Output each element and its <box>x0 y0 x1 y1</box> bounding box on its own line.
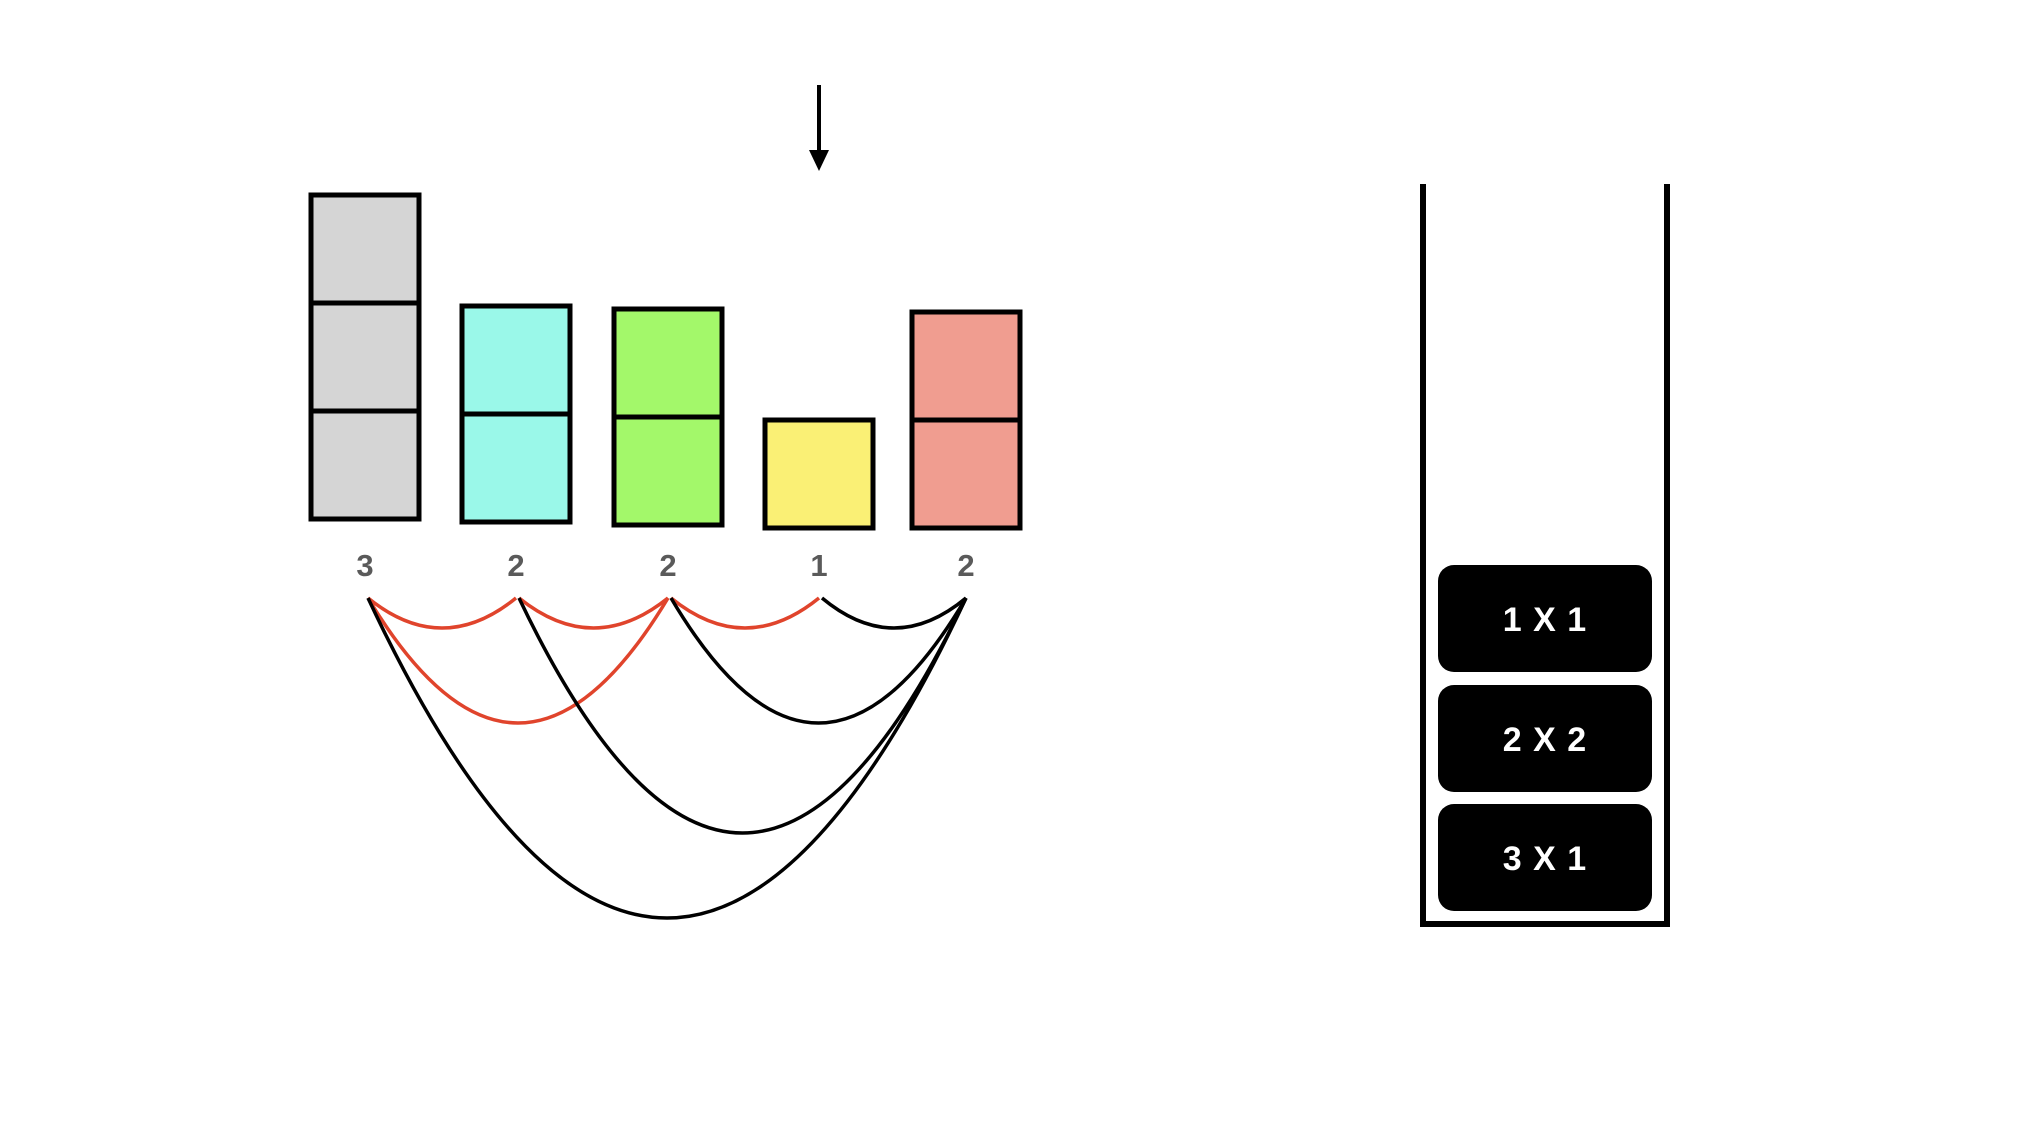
bar-4-label: 1 <box>810 548 827 583</box>
bar-1-cell-1 <box>308 408 422 522</box>
bar-3-cell-2 <box>611 306 725 420</box>
bar-5-label: 2 <box>957 548 974 583</box>
arc-0-1 <box>366 596 518 630</box>
arc-2-3 <box>669 596 821 630</box>
stack-item-3: 3 X 1 <box>1438 804 1652 911</box>
stack-item-label: 1 X 1 <box>1503 601 1587 639</box>
bar-1-cell-3 <box>308 192 422 306</box>
bars <box>308 192 1023 531</box>
bar-5 <box>909 309 1023 531</box>
bar-2-cell-2 <box>459 303 573 417</box>
bar-1 <box>308 192 422 522</box>
arc-2-4 <box>669 597 968 725</box>
bar-labels: 3 2 2 1 2 <box>356 548 974 583</box>
arc-0-2 <box>366 597 670 725</box>
arc-1-4 <box>517 597 968 835</box>
bar-1-cell-2 <box>308 300 422 414</box>
stack-items: 1 X 1 2 X 2 3 X 1 <box>1438 565 1652 911</box>
arcs <box>366 596 968 920</box>
stack-item-label: 2 X 2 <box>1503 721 1587 759</box>
bar-4 <box>762 417 876 531</box>
arc-0-4 <box>366 597 968 920</box>
bar-5-cell-1 <box>909 417 1023 531</box>
arc-1-2 <box>517 596 670 630</box>
pointer-arrow <box>809 85 829 171</box>
stack-container <box>1420 184 1670 927</box>
bar-3-label: 2 <box>659 548 676 583</box>
bar-2-cell-1 <box>459 411 573 525</box>
bar-5-cell-2 <box>909 309 1023 423</box>
stack-item-box <box>1438 565 1652 672</box>
stack-item-box <box>1438 804 1652 911</box>
stack-item-1: 1 X 1 <box>1438 565 1652 672</box>
bar-4-cell-1 <box>762 417 876 531</box>
bar-2 <box>459 303 573 525</box>
bar-2-label: 2 <box>507 548 524 583</box>
bar-3 <box>611 306 725 528</box>
bar-3-cell-1 <box>611 414 725 528</box>
stack-item-box <box>1438 685 1652 792</box>
stack-item-2: 2 X 2 <box>1438 685 1652 792</box>
arc-3-4 <box>820 596 968 630</box>
stack-item-label: 3 X 1 <box>1503 840 1587 878</box>
bar-1-label: 3 <box>356 548 373 583</box>
